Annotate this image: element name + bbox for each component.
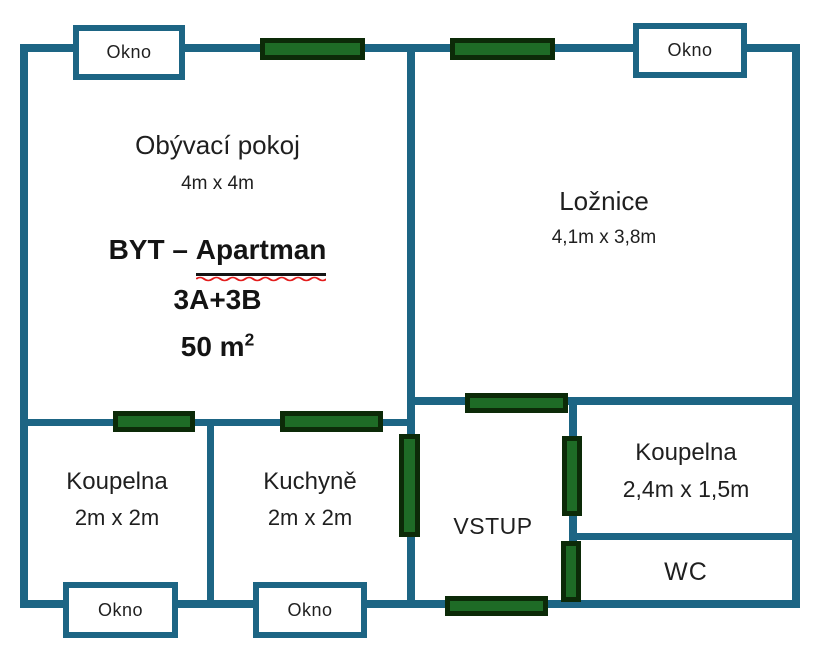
door-marker-kuchyne xyxy=(280,411,383,432)
room-name: Koupelna xyxy=(635,439,737,466)
room-name: Ložnice xyxy=(559,186,649,216)
wall-left-section-top xyxy=(20,419,415,426)
spellcheck-squiggle xyxy=(195,276,327,282)
room-label-wc: WC xyxy=(577,558,795,587)
window-bottom-right: Okno xyxy=(253,582,367,638)
door-marker-living-room-top xyxy=(260,38,365,60)
door-marker-kuchyne-vstup xyxy=(399,434,420,537)
window-top-left: Okno xyxy=(73,25,185,80)
room-name: WC xyxy=(664,558,708,586)
window-label: Okno xyxy=(97,599,144,620)
wall-koupelna-kuchyne-divider xyxy=(207,419,214,608)
room-label-loznice: Ložnice 4,1m x 3,8m xyxy=(415,186,793,249)
wall-outer-right xyxy=(792,44,800,608)
door-marker-loznice-top xyxy=(450,38,555,60)
title-line-area: 50 m2 xyxy=(27,323,408,370)
door-marker-wc xyxy=(561,541,581,602)
room-name: Obývací pokoj xyxy=(135,130,300,160)
room-dimensions: 4m x 4m xyxy=(181,173,254,194)
area-exponent: 2 xyxy=(244,329,255,350)
title-line-1: BYT – Apartman xyxy=(27,226,408,282)
room-label-vstup: VSTUP xyxy=(417,513,569,540)
room-name: VSTUP xyxy=(453,513,533,539)
room-label-koupelna-left: Koupelna 2m x 2m xyxy=(28,468,206,531)
door-marker-vstup-top xyxy=(465,393,568,413)
wall-center-vertical xyxy=(407,44,415,608)
room-label-kuchyne: Kuchyně 2m x 2m xyxy=(214,468,406,531)
room-dimensions: 4,1m x 3,8m xyxy=(551,227,657,248)
title-underlined-word: Apartman xyxy=(195,226,327,282)
door-marker-koupelna-right xyxy=(562,436,582,516)
wall-loznice-bottom xyxy=(407,397,800,405)
apartment-title: BYT – Apartman 3A+3B 50 m2 xyxy=(27,226,408,370)
room-dimensions: 2,4m x 1,5m xyxy=(622,476,750,502)
window-label: Okno xyxy=(106,42,152,62)
wall-koupelna-wc-divider xyxy=(569,533,800,540)
room-name: Koupelna xyxy=(66,468,168,495)
room-label-koupelna-right: Koupelna 2,4m x 1,5m xyxy=(577,439,795,503)
room-name: Kuchyně xyxy=(263,468,357,495)
room-dimensions: 2m x 2m xyxy=(74,505,160,530)
wall-outer-left xyxy=(20,44,28,608)
window-top-right: Okno xyxy=(633,23,747,78)
title-prefix: BYT – xyxy=(108,234,196,265)
area-value: 50 m xyxy=(180,331,245,362)
window-label: Okno xyxy=(287,599,333,620)
window-bottom-left: Okno xyxy=(63,582,178,638)
room-dimensions: 2m x 2m xyxy=(267,505,353,530)
window-label: Okno xyxy=(667,40,713,60)
title-line-2: 3A+3B xyxy=(173,284,262,315)
door-marker-entrance xyxy=(445,596,548,616)
room-label-obyvaci-pokoj: Obývací pokoj 4m x 4m xyxy=(27,130,408,195)
door-marker-koupelna-left xyxy=(113,411,195,432)
